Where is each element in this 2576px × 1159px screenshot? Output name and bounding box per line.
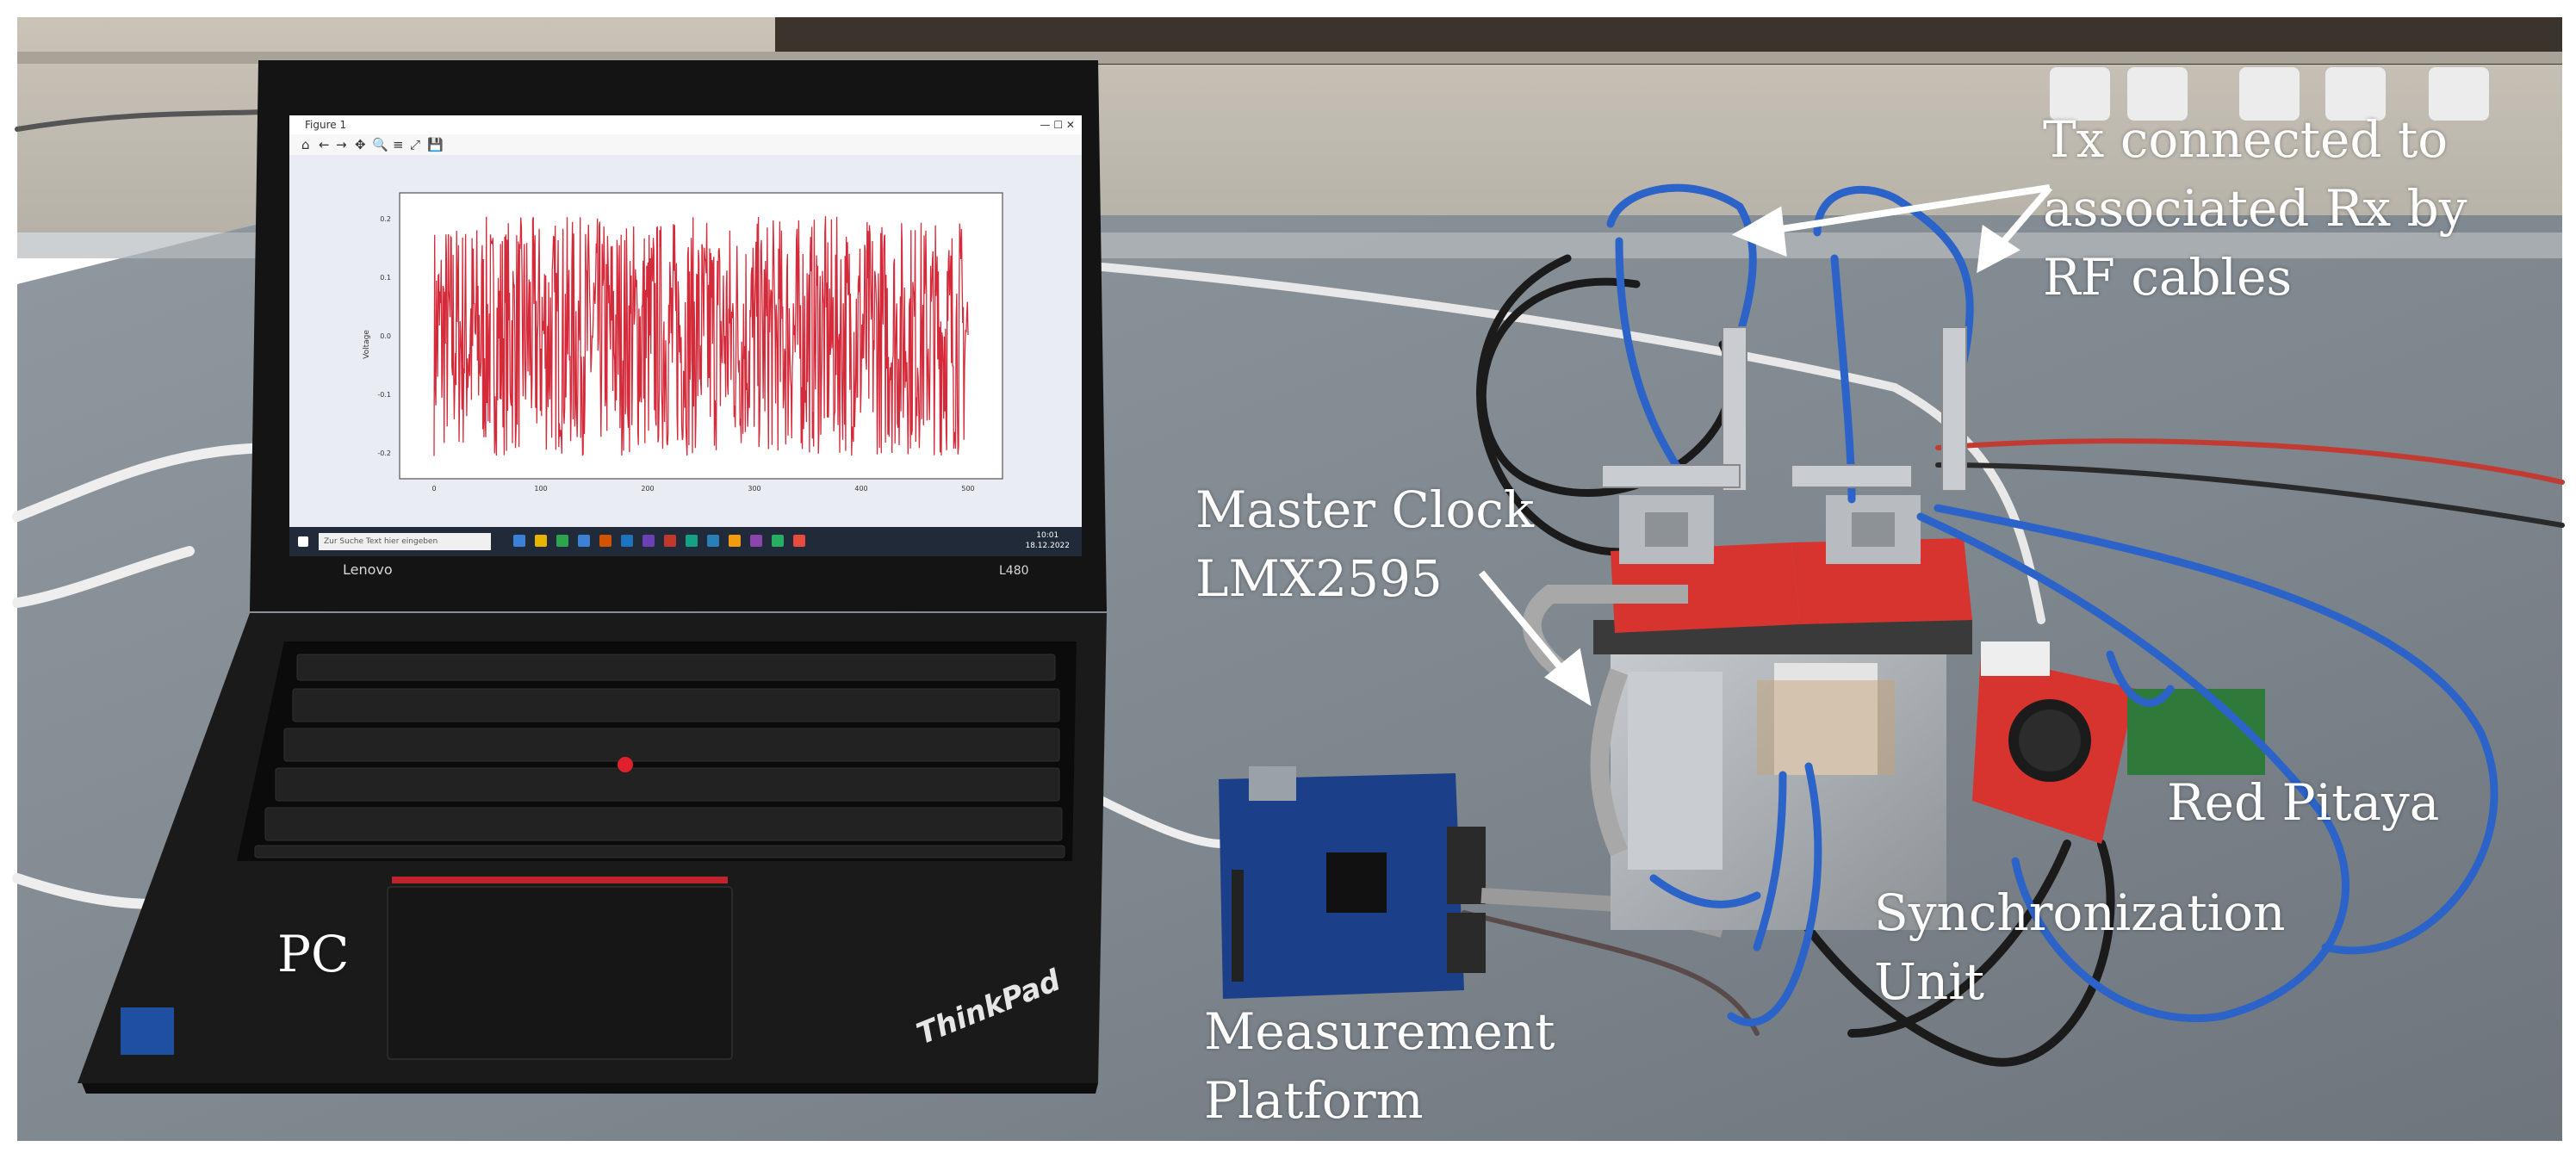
red-pitaya bbox=[1972, 641, 2265, 844]
taskbar-app-icon[interactable] bbox=[707, 535, 719, 547]
trackpoint bbox=[618, 757, 633, 772]
plot-toolbar: ⌂ ← → ✥ 🔍 ≡ ⤢ 💾 bbox=[289, 134, 1082, 155]
x-tick-labels: 0 100 200 300 400 500 bbox=[431, 485, 974, 493]
label-line: LMX2595 bbox=[1195, 549, 1443, 608]
taskbar-app-icon[interactable] bbox=[664, 535, 676, 547]
x-tick-label: 500 bbox=[961, 485, 974, 493]
y-axis-label: Voltage bbox=[363, 330, 371, 359]
label-line: Tx connected to bbox=[2043, 110, 2449, 169]
window-controls[interactable]: — ☐ ✕ bbox=[1040, 119, 1075, 131]
annotation-arrows bbox=[1478, 184, 2053, 707]
label-line: Red Pitaya bbox=[2167, 773, 2440, 832]
laptop-screen: Figure 1 — ☐ ✕ ⌂ ← → ✥ 🔍 ≡ ⤢ 💾 0.2 0.1 0.0… bbox=[289, 115, 1082, 556]
back-icon[interactable]: ← bbox=[319, 137, 330, 152]
x-tick-label: 100 bbox=[534, 485, 547, 493]
zoom-icon[interactable]: 🔍 bbox=[372, 137, 388, 152]
label-line: associated Rx by bbox=[2043, 179, 2467, 238]
taskbar-app-icon[interactable] bbox=[793, 535, 805, 547]
signal-trace bbox=[433, 216, 969, 456]
label-line: Synchronization bbox=[1874, 883, 2286, 942]
power-outlets bbox=[2050, 67, 2489, 121]
window-title: Figure 1 bbox=[305, 119, 347, 131]
x-tick-label: 0 bbox=[431, 485, 436, 493]
label-line: Unit bbox=[1874, 952, 1985, 1011]
label-line: RF cables bbox=[2043, 248, 2293, 307]
taskbar-app-icon[interactable] bbox=[750, 535, 762, 547]
taskbar-app-icon[interactable] bbox=[578, 535, 590, 547]
label-measurement-platform: Measurement Platform bbox=[1204, 997, 1555, 1135]
taskbar-app-icon[interactable] bbox=[621, 535, 633, 547]
label-line: Platform bbox=[1204, 1071, 1424, 1130]
y-tick-labels: 0.2 0.1 0.0 -0.1 -0.2 bbox=[377, 215, 391, 457]
windows-start-icon[interactable] bbox=[298, 536, 308, 547]
clock-time: 10:01 bbox=[1036, 531, 1059, 540]
pan-icon[interactable]: ✥ bbox=[355, 137, 366, 152]
label-line: PC bbox=[277, 925, 350, 983]
taskbar-app-icon[interactable] bbox=[535, 535, 547, 547]
windows-taskbar: Zur Suche Text hier eingeben 10:01 18.12… bbox=[289, 527, 1082, 556]
label-pc: PC bbox=[277, 920, 349, 989]
configure-icon[interactable]: ≡ bbox=[393, 137, 404, 152]
taskbar-clock: 10:01 18.12.2022 bbox=[1025, 530, 1070, 551]
taskbar-app-icon[interactable] bbox=[642, 535, 655, 547]
measurement-platform bbox=[1219, 766, 1725, 999]
label-tx-connected: Tx connected to associated Rx by RF cabl… bbox=[2043, 105, 2467, 312]
clock-date: 18.12.2022 bbox=[1025, 542, 1070, 550]
save-icon[interactable]: 💾 bbox=[427, 137, 444, 152]
label-master-clock: Master Clock LMX2595 bbox=[1195, 475, 1534, 613]
taskbar-app-icon[interactable] bbox=[686, 535, 698, 547]
edit-axis-icon[interactable]: ⤢ bbox=[410, 137, 421, 152]
label-synchronization-unit: Synchronization Unit bbox=[1874, 878, 2286, 1016]
red-pcb-left bbox=[1611, 542, 1800, 633]
x-tick-label: 400 bbox=[854, 485, 867, 493]
y-tick-label: -0.2 bbox=[377, 449, 391, 457]
taskbar-app-icon[interactable] bbox=[513, 535, 525, 547]
window-titlebar: Figure 1 — ☐ ✕ bbox=[289, 115, 1082, 134]
laptop-model: L480 bbox=[999, 564, 1029, 578]
x-tick-label: 300 bbox=[748, 485, 760, 493]
y-tick-label: 0.1 bbox=[380, 274, 391, 282]
taskbar-app-icon[interactable] bbox=[599, 535, 611, 547]
taskbar-app-icon[interactable] bbox=[772, 535, 784, 547]
label-line: Master Clock bbox=[1195, 480, 1535, 539]
touchpad bbox=[387, 886, 733, 1060]
taskbar-app-icon[interactable] bbox=[556, 535, 568, 547]
label-line: Measurement bbox=[1204, 1002, 1555, 1061]
y-tick-label: -0.1 bbox=[377, 391, 391, 399]
voltage-plot: 0.2 0.1 0.0 -0.1 -0.2 0 100 200 300 400 500 Volta… bbox=[289, 155, 1082, 527]
forward-icon[interactable]: → bbox=[336, 137, 347, 152]
y-tick-label: 0.2 bbox=[380, 215, 391, 223]
lenovo-logo: Lenovo bbox=[343, 561, 393, 578]
taskbar-app-icon[interactable] bbox=[729, 535, 741, 547]
home-icon[interactable]: ⌂ bbox=[301, 137, 310, 152]
x-tick-label: 200 bbox=[641, 485, 654, 493]
taskbar-search[interactable]: Zur Suche Text hier eingeben bbox=[319, 533, 491, 550]
label-red-pitaya: Red Pitaya bbox=[2167, 768, 2439, 837]
y-tick-label: 0.0 bbox=[380, 332, 391, 340]
